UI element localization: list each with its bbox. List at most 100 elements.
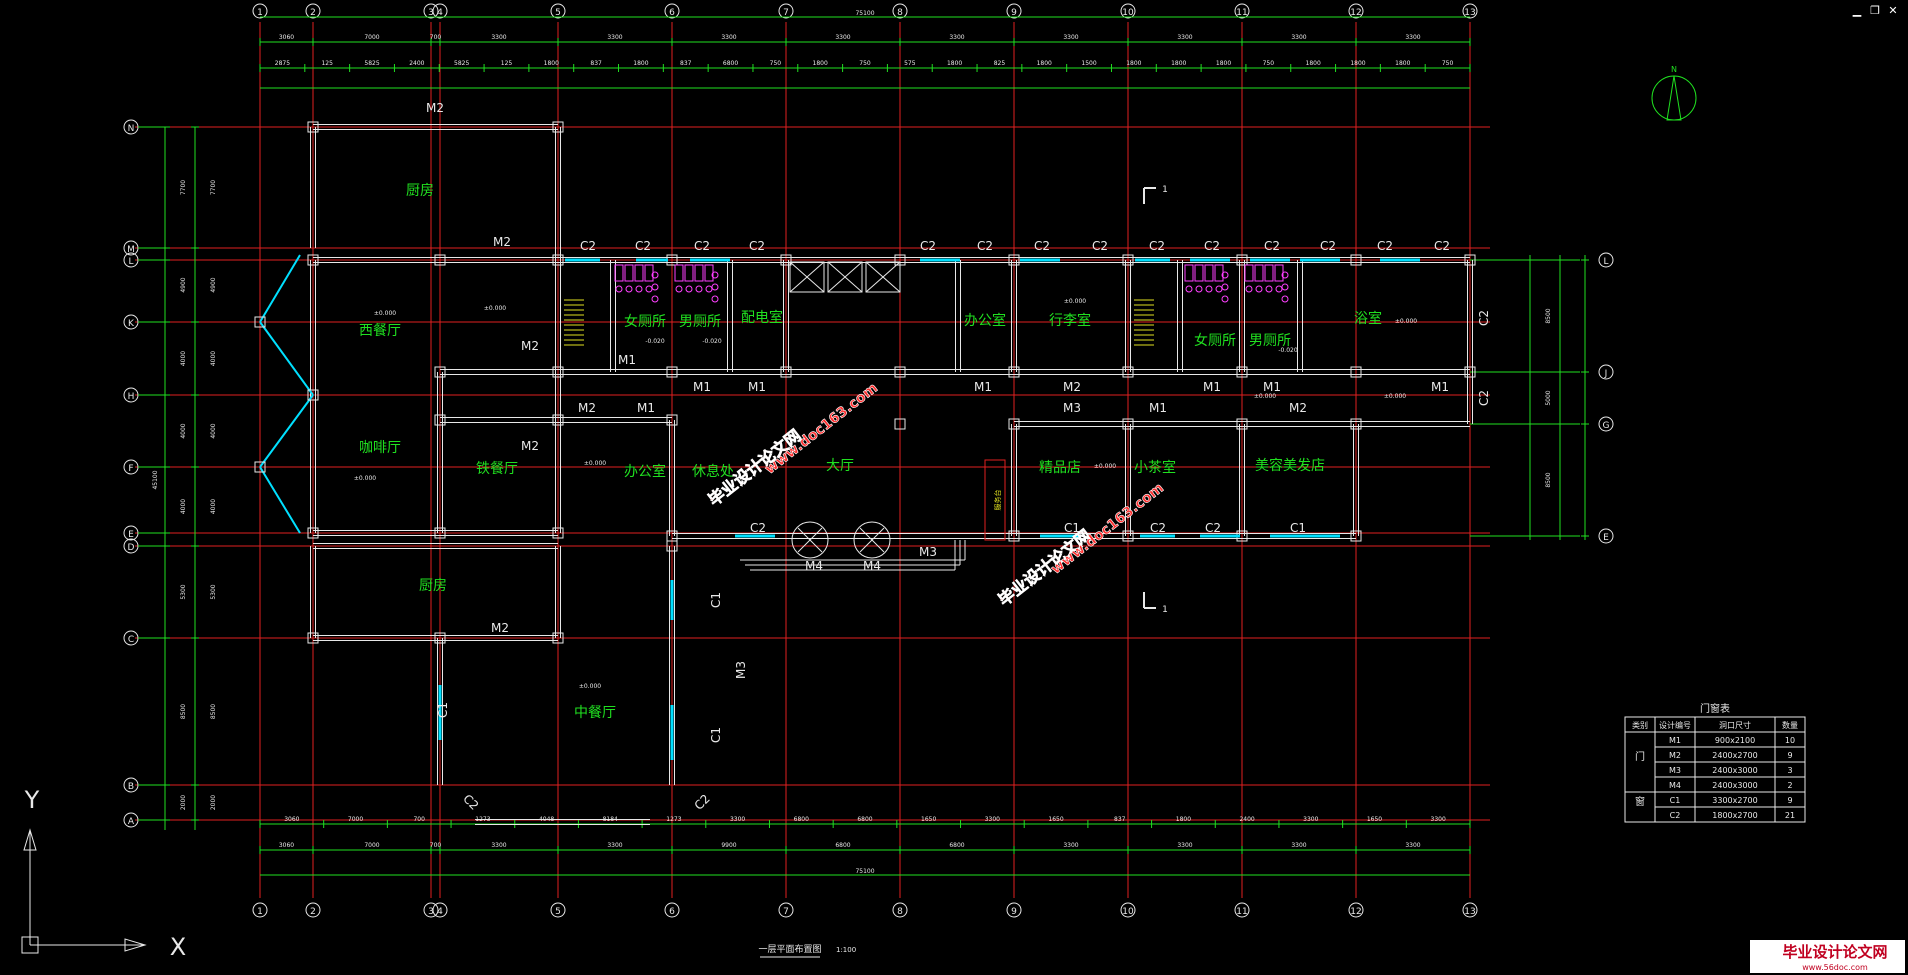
axis-grid: 1122334455667788991010111112121313NMLKHF… [123,3,1614,918]
door-window-tag: M3 [1063,401,1081,415]
door-window-tag: C2 [1150,521,1166,535]
column [552,527,564,539]
door-window-tag: M2 [521,339,539,353]
axis-bubble [1120,3,1136,19]
elevator-x [827,261,863,293]
dim-text: 3300 [730,816,745,823]
axis-number: 3 [428,907,434,917]
dim-text: 6800 [723,60,738,67]
axis-number: 11 [1236,907,1247,917]
room-label: 中餐厅 [574,705,616,721]
axis-number: 13 [1464,8,1475,18]
column [552,254,564,266]
dim-text: 1800 [1176,816,1191,823]
axis-number: 7 [783,907,789,917]
elevator-shaft [865,261,901,293]
column [1464,254,1476,266]
axis-bubble [1598,364,1614,380]
dim-text: 3300 [1177,842,1192,849]
column [1008,418,1020,430]
door-window-tag: C2 [1477,310,1491,326]
door-window-tag: C2 [694,239,710,253]
axis-number: 1 [257,8,263,18]
dim-text: 7000 [348,816,363,823]
door-window-tag: C2 [920,239,936,253]
schedule-size: 2400x3000 [1712,766,1757,775]
axis-letter: N [128,124,135,134]
schedule-code: M4 [1669,781,1681,790]
room-label: 西餐厅 [359,323,401,339]
dim-text: 3060 [284,816,299,823]
axis-letter: A [128,817,135,827]
column [434,414,446,426]
wc-stall [644,264,654,282]
glass-facade [259,254,301,323]
axis-bubble [664,902,680,918]
door-window-tag: C2 [1377,239,1393,253]
column [307,527,319,539]
room-label: 小茶室 [1134,459,1176,476]
door-window-tag: C2 [580,239,596,253]
urinal [711,283,719,291]
door-window-tag: C1 [709,592,723,608]
schedule-header: 类别 [1632,720,1648,730]
door-window-tag: C2 [1205,521,1221,535]
close-icon[interactable]: ✕ [1888,4,1898,17]
dim-text: 3300 [1405,842,1420,849]
column [307,254,319,266]
column [780,366,792,378]
door-window-tag: M1 [748,380,766,394]
dim-text: 825 [994,60,1006,67]
axis-letter: H [128,392,135,402]
axis-bubble [1348,902,1364,918]
room-label: 厨房 [419,578,447,594]
axis-number: 4 [437,8,443,18]
room-label: 铁餐厅 [476,461,518,477]
door-window-tag: C2 [635,239,651,253]
wc-fixture [645,285,653,293]
dim-text: 1800 [813,60,828,67]
dim-text: 1800 [1126,60,1141,67]
door-window-tag: M2 [1063,380,1081,394]
dim-text: 1650 [921,816,936,823]
level-mark: ±0.000 [1064,298,1086,305]
restore-icon[interactable]: ❐ [1870,4,1880,17]
axis-letter: M [127,245,135,255]
axis-bubble [432,902,448,918]
dim-text: 1650 [1367,816,1382,823]
schedule-size: 900x2100 [1715,736,1755,745]
dim-text: 3300 [1405,34,1420,41]
level-mark: ±0.000 [1094,463,1116,470]
dim-text: 3300 [491,34,506,41]
axis-bubble [1598,252,1614,268]
dim-text: 1273 [666,816,681,823]
room-label: 女厕所 [624,313,666,330]
minimize-icon[interactable]: ▁ [1852,4,1862,17]
schedule-code: M3 [1669,766,1681,775]
elevator-shaft [789,261,825,293]
door-window-tag: M4 [805,559,823,573]
urinal [651,295,659,303]
door-window-tag: C2 [749,239,765,253]
axis-bubble [1120,902,1136,918]
north-arrow-icon [1666,75,1682,121]
dim-text: 3300 [1063,34,1078,41]
door-window-tag: M1 [637,401,655,415]
dim-text: 9900 [721,842,736,849]
axis-bubble [432,3,448,19]
room-label: 男厕所 [1249,333,1291,349]
door-window-tag: M2 [426,101,444,115]
wc-stall [1264,264,1274,282]
column [666,414,678,426]
room-label: 行李室 [1049,312,1091,329]
axis-number: 11 [1236,8,1247,18]
axis-number: 5 [555,907,561,917]
door-window-tag: C1 [436,702,450,718]
room-label: 办公室 [964,312,1006,329]
column [1464,366,1476,378]
dim-text: 750 [770,60,782,67]
door-window-tag: M1 [1203,380,1221,394]
schedule-category: 门 [1635,750,1645,763]
elevator-shaft [827,261,863,293]
